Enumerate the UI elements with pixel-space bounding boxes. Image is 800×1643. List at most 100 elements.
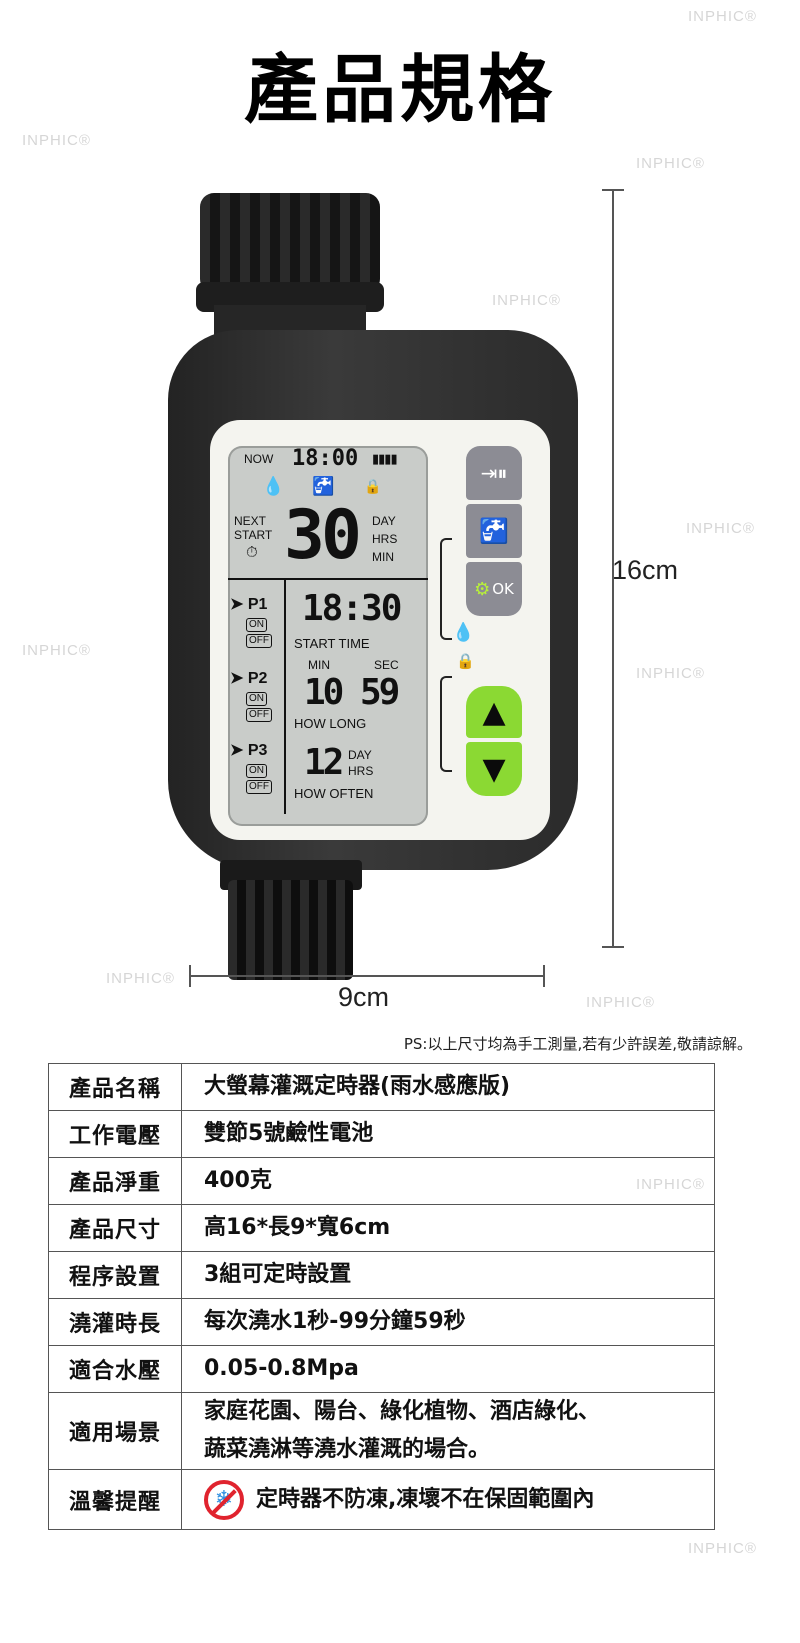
spec-key: 適合水壓 <box>48 1345 182 1393</box>
p2-off-label: OFF <box>246 708 272 722</box>
watermark: INPHIC® <box>688 8 757 25</box>
spec-value: 雙節5號鹼性電池 <box>181 1110 715 1158</box>
spec-table: 產品名稱 大螢幕灌溉定時器(雨水感應版) 工作電壓 雙節5號鹼性電池 產品淨重 … <box>48 1063 715 1530</box>
up-arrow-button[interactable]: ▲ <box>466 686 522 738</box>
height-dimension-label: 16cm <box>612 555 679 585</box>
faucet-button[interactable]: 🚰 <box>466 504 522 558</box>
watermark: INPHIC® <box>688 1540 757 1557</box>
start-label: START <box>234 528 273 542</box>
spec-value: 家庭花園、陽台、綠化植物、酒店綠化、 蔬菜澆淋等澆水灌溉的場合。 <box>181 1392 715 1470</box>
watermark: INPHIC® <box>22 642 91 659</box>
spec-key: 產品名稱 <box>48 1063 182 1111</box>
settings-ok-button[interactable]: ⚙ OK <box>466 562 522 616</box>
table-row: 適用場景 家庭花園、陽台、綠化植物、酒店綠化、 蔬菜澆淋等澆水灌溉的場合。 <box>48 1392 715 1470</box>
watermark: INPHIC® <box>586 994 655 1011</box>
table-row: 溫馨提醒 ❄ 定時器不防凍,凍壞不在保固範圍內 <box>48 1469 715 1530</box>
down-arrow-button[interactable]: ▼ <box>466 742 522 796</box>
faucet-icon: 🚰 <box>479 517 509 545</box>
up-arrow-icon: ▲ <box>482 694 506 730</box>
spec-value: 每次澆水1秒-99分鐘59秒 <box>181 1298 715 1346</box>
unit-day: DAY <box>372 514 396 528</box>
unit-min: MIN <box>372 550 394 564</box>
spec-value: 高16*長9*寬6cm <box>181 1204 715 1252</box>
lock-icon: 🔒 <box>364 478 382 494</box>
p2-on-label: ON <box>246 692 267 706</box>
table-row: 產品名稱 大螢幕灌溉定時器(雨水感應版) <box>48 1063 715 1111</box>
width-dimension-line <box>190 975 545 977</box>
no-freeze-icon: ❄ <box>204 1479 244 1520</box>
start-time-display: 18:30 <box>302 588 402 629</box>
button-bracket <box>440 538 452 640</box>
table-row: 澆灌時長 每次澆水1秒-99分鐘59秒 <box>48 1298 715 1346</box>
dimension-cap <box>543 965 545 987</box>
watermark: INPHIC® <box>492 292 561 309</box>
spec-value: 400克 <box>181 1157 715 1205</box>
spec-value: ❄ 定時器不防凍,凍壞不在保固範圍內 <box>181 1469 715 1530</box>
spec-key: 溫馨提醒 <box>48 1469 182 1530</box>
p3-on-label: ON <box>246 764 267 778</box>
manual-pause-button[interactable]: ⇥⏸ <box>466 446 522 500</box>
p1-on-label: ON <box>246 618 267 632</box>
lock-icon: 🔒 <box>456 652 475 670</box>
faucet-icon: 🚰 <box>312 476 335 496</box>
spec-key: 工作電壓 <box>48 1110 182 1158</box>
table-row: 工作電壓 雙節5號鹼性電池 <box>48 1110 715 1158</box>
lcd-divider <box>228 578 428 580</box>
next-label: NEXT <box>234 514 267 528</box>
table-row: 產品淨重 400克 <box>48 1157 715 1205</box>
button-bracket <box>440 676 452 772</box>
warning-text: 定時器不防凍,凍壞不在保固範圍內 <box>256 1486 595 1512</box>
table-row: 適合水壓 0.05-0.8Mpa <box>48 1345 715 1393</box>
dimension-cap <box>189 965 191 987</box>
spec-value: 3組可定時設置 <box>181 1251 715 1299</box>
lcd-divider <box>284 578 286 814</box>
now-label: NOW <box>244 452 274 466</box>
spec-value-line: 蔬菜澆淋等澆水灌溉的場合。 <box>204 1437 491 1462</box>
watermark: INPHIC® <box>686 520 755 537</box>
program-label-p2: ➤ P2 <box>230 670 268 687</box>
spec-key: 適用場景 <box>48 1392 182 1470</box>
table-row: 程序設置 3組可定時設置 <box>48 1251 715 1299</box>
spec-key: 程序設置 <box>48 1251 182 1299</box>
p1-off-label: OFF <box>246 634 272 648</box>
p3-off-label: OFF <box>246 780 272 794</box>
down-arrow-icon: ▼ <box>482 751 506 787</box>
sec-label: SEC <box>374 658 399 672</box>
how-long-min-display: 10 <box>304 672 344 713</box>
min-label: MIN <box>308 658 330 672</box>
rain-drop-icon: 💧 <box>452 622 475 643</box>
timer-icon: ⏱ <box>246 544 258 561</box>
manual-pause-icon: ⇥⏸ <box>480 461 508 485</box>
watermark: INPHIC® <box>106 970 175 987</box>
unit-hrs: HRS <box>372 532 398 546</box>
battery-icon: ▮▮▮▮ <box>372 451 398 466</box>
spec-value: 0.05-0.8Mpa <box>181 1345 715 1393</box>
rain-drop-icon: 💧 <box>262 476 285 496</box>
outlet-thread <box>228 880 353 980</box>
dimension-cap <box>602 189 624 191</box>
program-label-p1: ➤ P1 <box>230 596 268 613</box>
how-long-label: HOW LONG <box>294 716 367 731</box>
often-day-label: DAY <box>348 748 372 762</box>
width-dimension-label: 9cm <box>338 982 390 1012</box>
watermark: INPHIC® <box>22 132 91 149</box>
spec-value: 大螢幕灌溉定時器(雨水感應版) <box>181 1063 715 1111</box>
inlet-nut <box>200 193 380 293</box>
measurement-note: PS:以上尺寸均為手工測量,若有少許誤差,敬請諒解。 <box>403 1035 752 1053</box>
page-title: 產品規格 <box>244 47 556 133</box>
often-hrs-label: HRS <box>348 764 374 778</box>
height-dimension-line <box>612 190 614 948</box>
spec-value-line: 家庭花園、陽台、綠化植物、酒店綠化、 <box>204 1399 601 1424</box>
how-long-sec-display: 59 <box>360 672 400 713</box>
timer-device-illustration: NOW 18:00 ▮▮▮▮ 💧 🚰 🔒 NEXT START ⏱ 30 DAY… <box>168 193 578 980</box>
clock-display: 18:00 <box>292 446 359 471</box>
start-time-label: START TIME <box>294 636 370 651</box>
watermark: INPHIC® <box>636 665 705 682</box>
dimension-cap <box>602 946 624 948</box>
spec-key: 產品淨重 <box>48 1157 182 1205</box>
how-often-display: 12 <box>304 742 344 783</box>
spec-key: 產品尺寸 <box>48 1204 182 1252</box>
program-label-p3: ➤ P3 <box>230 742 268 759</box>
watermark: INPHIC® <box>636 155 705 172</box>
ok-label: OK <box>492 580 514 598</box>
